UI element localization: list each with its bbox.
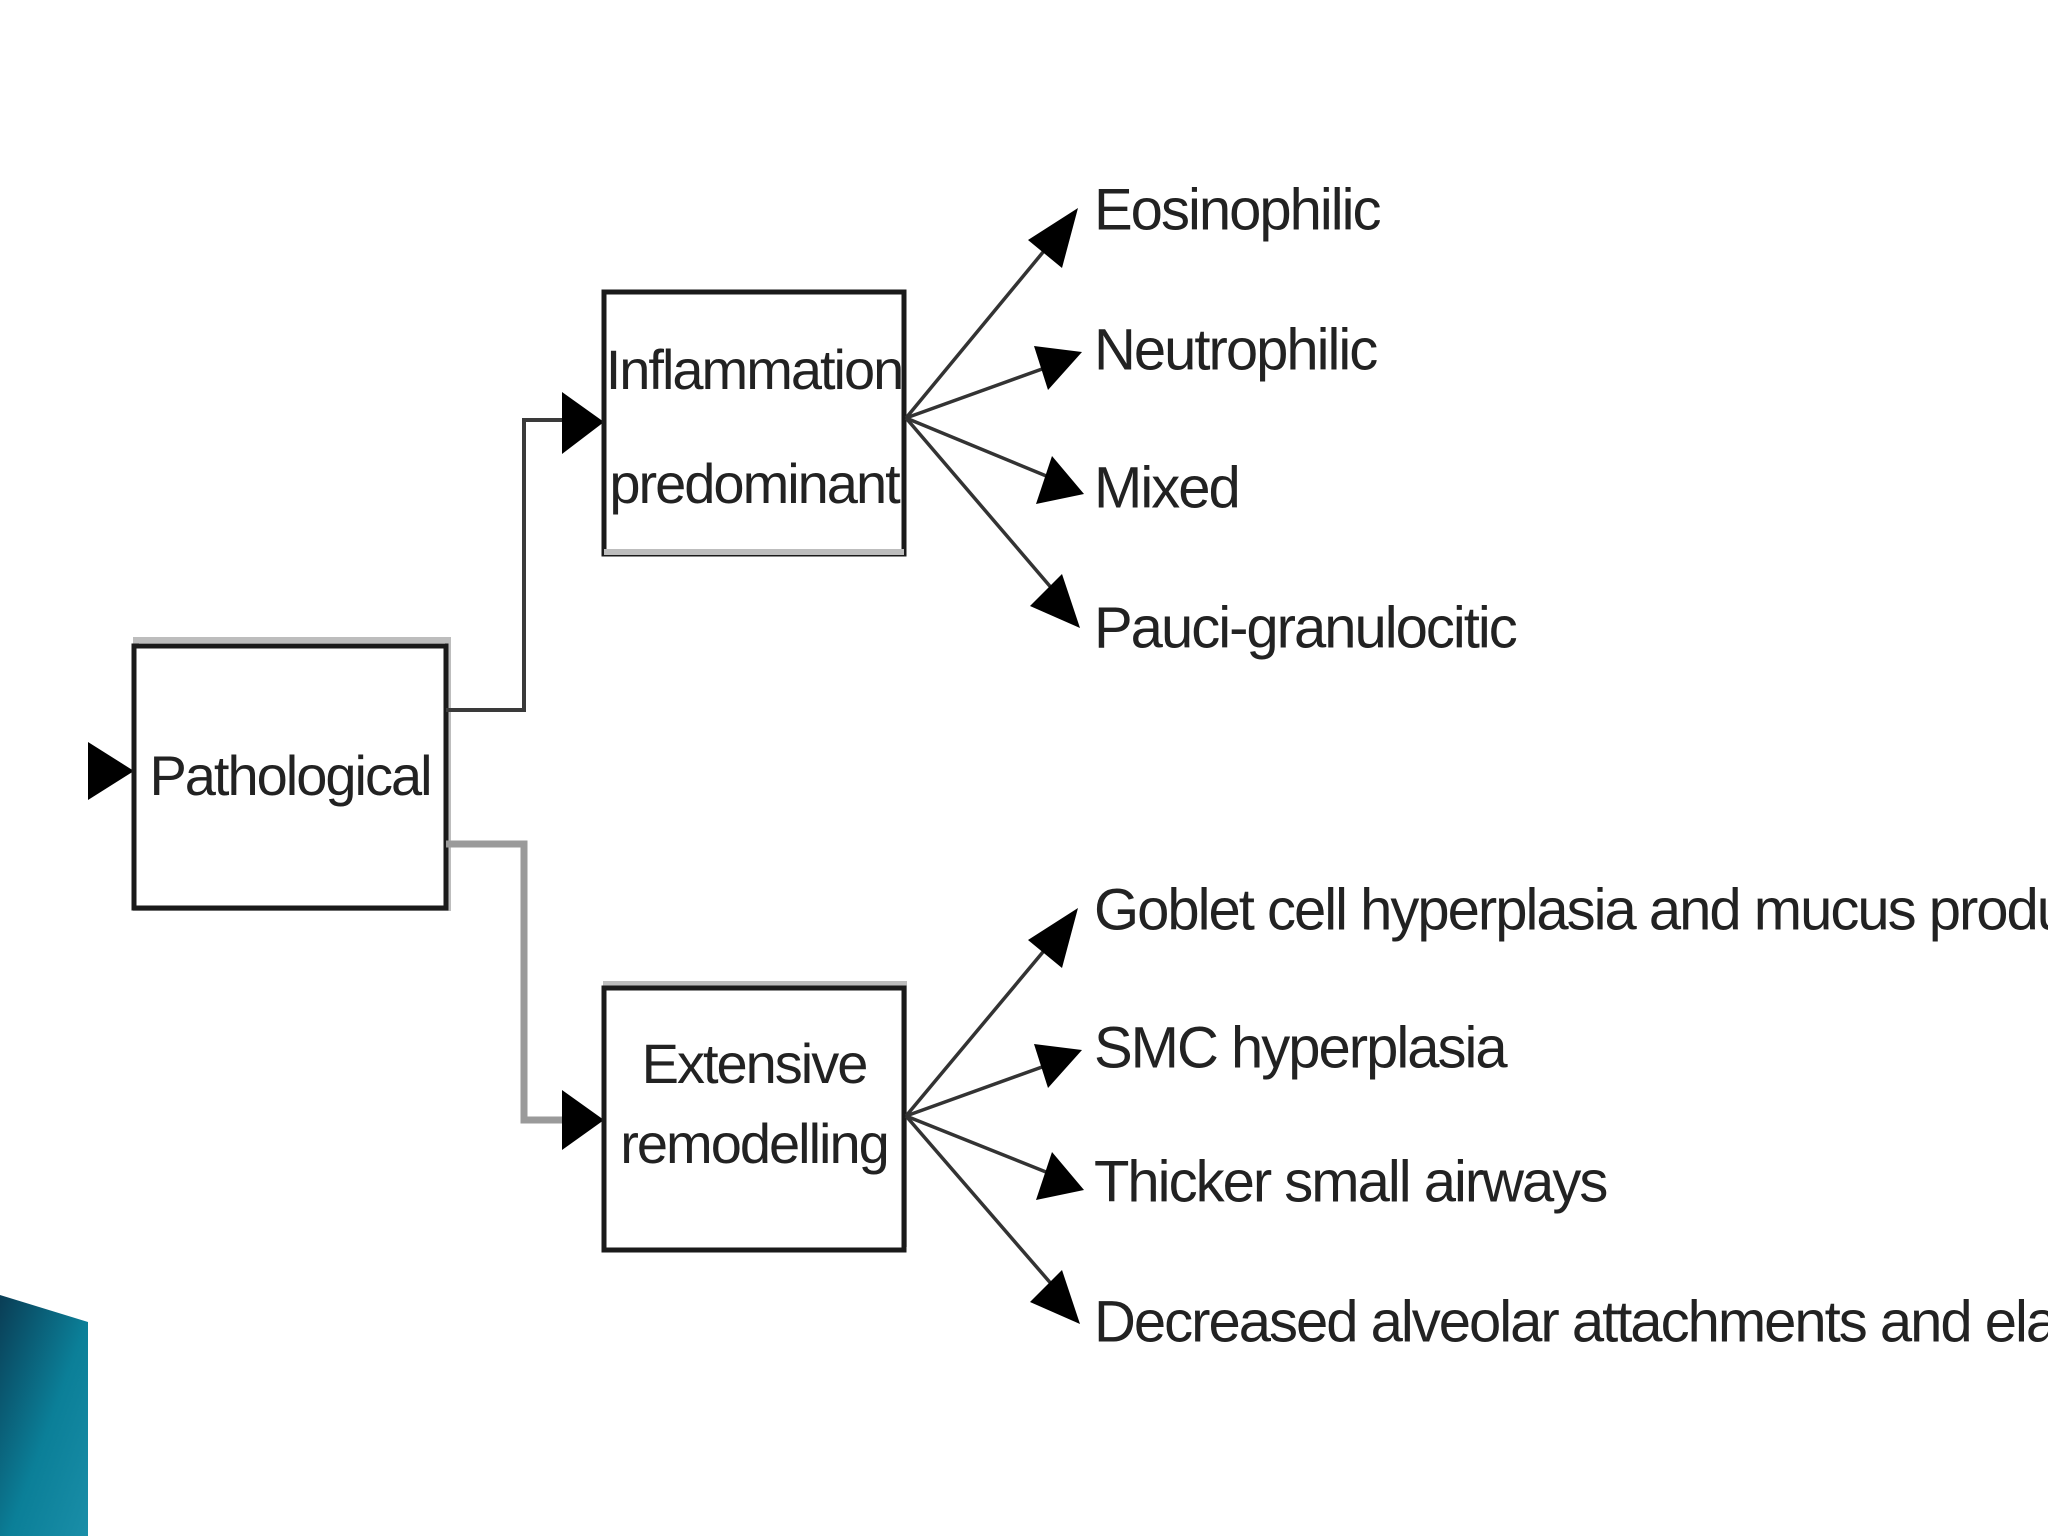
fan-arrowhead-mixed (1036, 456, 1084, 504)
leaf-eosinophilic: Eosinophilic (1094, 177, 1381, 242)
leaf-smc-hyperplasia: SMC hyperplasia (1094, 1015, 1508, 1080)
leaf-pauci-granulocitic: Pauci-granulocitic (1094, 595, 1517, 660)
branch-2-label-line-2: remodelling (620, 1112, 888, 1175)
leaf-neutrophilic: Neutrophilic (1094, 317, 1377, 382)
branch-2-label-line-1: Extensive (642, 1032, 867, 1095)
leaf-mixed: Mixed (1094, 455, 1239, 520)
root-node: Pathological (131, 637, 451, 911)
fan-arrow-thicker (905, 1114, 1057, 1178)
fan-arrow-pauci (904, 416, 1062, 600)
fan-arrowhead-eosinophilic (1028, 208, 1078, 268)
fan-arrowhead-smc (1034, 1044, 1082, 1088)
fan-arrowhead-decreased (1030, 1270, 1080, 1324)
fan-arrowhead-neutrophilic (1034, 346, 1082, 390)
branch-1-label-line-1: Inflammation (606, 338, 903, 401)
branch-2-fan-arrows (904, 908, 1084, 1324)
fan-arrow-eosinophilic (904, 232, 1060, 420)
fan-arrow-mixed (905, 416, 1057, 482)
fan-arrowhead-thicker (1036, 1152, 1084, 1200)
fan-arrow-goblet (904, 932, 1060, 1118)
branch-1-label-line-2: predominant (609, 452, 901, 515)
branch-2-incoming-arrow (562, 1090, 604, 1150)
leaf-decreased-alveolar: Decreased alveolar attachments and elast… (1094, 1289, 2048, 1354)
branch-node-inflammation: Inflammation predominant (601, 289, 907, 557)
fan-arrow-neutrophilic (905, 362, 1057, 420)
corner-decoration (0, 1295, 88, 1536)
fan-arrow-smc (905, 1060, 1057, 1118)
branch-1-incoming-arrow (562, 392, 604, 454)
root-incoming-arrow (88, 742, 134, 800)
fan-arrowhead-pauci (1030, 574, 1080, 628)
leaf-thicker-small-airways: Thicker small airways (1094, 1149, 1606, 1214)
connector-root-to-branch-1 (446, 418, 566, 712)
fan-arrow-decreased (904, 1114, 1062, 1296)
root-node-label: Pathological (149, 744, 430, 807)
branch-node-remodelling: Extensive remodelling (601, 981, 907, 1253)
fan-arrowhead-goblet (1028, 908, 1078, 968)
leaf-goblet-cell: Goblet cell hyperplasia and mucus produc… (1094, 877, 2048, 942)
connector-root-to-branch-2 (446, 840, 566, 1124)
branch-1-fan-arrows (904, 208, 1084, 628)
